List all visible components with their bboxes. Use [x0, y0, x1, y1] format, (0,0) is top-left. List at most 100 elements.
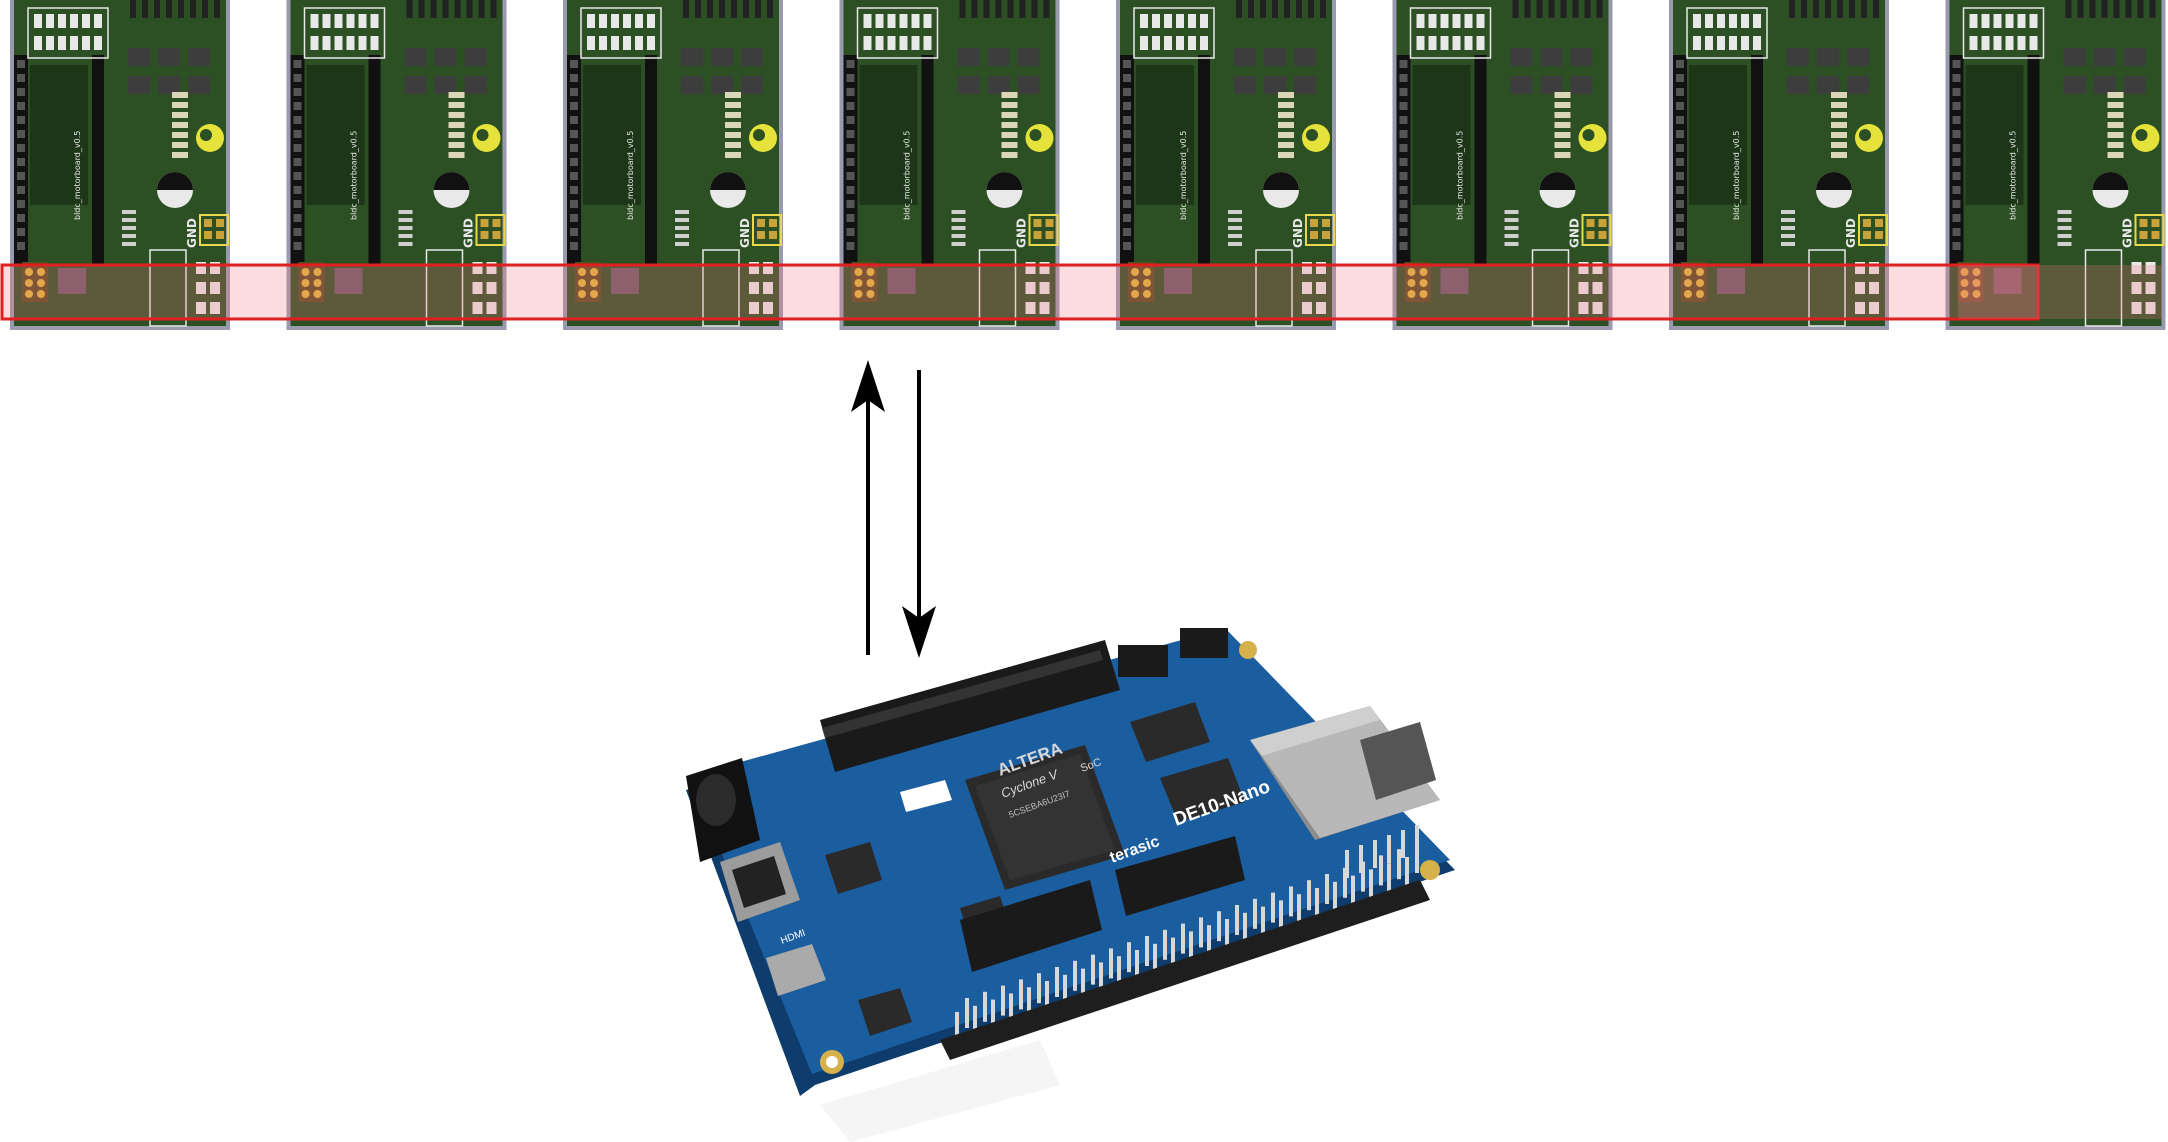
top-pin [1007, 0, 1014, 18]
top-pin [1019, 0, 1026, 18]
connector-pad [1452, 36, 1461, 50]
header-pin [293, 144, 302, 152]
connector-pad [1188, 36, 1196, 50]
ground-plane [859, 65, 918, 205]
mosfet [2093, 48, 2116, 66]
top-pin [166, 0, 172, 18]
passive [1228, 218, 1242, 222]
header-pin [17, 186, 25, 194]
board-gnd-label: GND [1291, 218, 1305, 248]
passive [1781, 210, 1795, 214]
header-pin [1952, 158, 1961, 166]
connector-pad [1464, 14, 1473, 28]
connector-pad [1176, 14, 1184, 28]
jumper-pin [301, 279, 310, 287]
io-pin [1415, 825, 1419, 853]
resistor [172, 132, 188, 138]
top-pin [731, 0, 737, 18]
header-pin [1952, 172, 1961, 180]
connector-pad [611, 36, 619, 50]
connector-pad [635, 36, 643, 50]
gpio-pin [1109, 948, 1113, 979]
connector-pad [1729, 14, 1737, 28]
gnd-pad [1033, 219, 1042, 227]
header-pin [293, 158, 302, 166]
capacitor-top [2092, 172, 2129, 190]
resistor [448, 102, 465, 108]
header-pin [1123, 144, 1131, 152]
header-pin [1676, 144, 1684, 152]
header-pin [1123, 60, 1131, 68]
logo-cutout [1582, 129, 1595, 141]
inner-header [2027, 55, 2040, 265]
smd-pad [1869, 282, 1879, 294]
connector-pad [322, 36, 331, 50]
resistor [172, 102, 188, 108]
gnd-pad [480, 231, 489, 239]
header-pin [293, 172, 302, 180]
resistor [2107, 92, 2124, 98]
connector-pad [1440, 36, 1449, 50]
gnd-pad [1045, 231, 1054, 239]
connector-pad [70, 14, 78, 28]
resistor [1278, 142, 1294, 148]
arduino-header-ridge [822, 650, 1103, 738]
top-pin [1584, 0, 1591, 18]
connector-pad [1705, 36, 1713, 50]
board-gnd-label: GND [185, 218, 199, 248]
header-pin [1399, 228, 1408, 236]
top-pin [130, 0, 136, 18]
header-pin [1399, 186, 1408, 194]
gpio-pin [1145, 936, 1149, 966]
gpio-pin [1405, 857, 1409, 887]
gpio-pin [1397, 849, 1401, 880]
connector-pad [2005, 36, 2014, 50]
passive [1228, 242, 1242, 246]
jumper-pin [1696, 290, 1704, 298]
connector-pad [2017, 36, 2026, 50]
passive [122, 218, 136, 222]
connector-pad [46, 14, 54, 28]
smd-pad [1578, 262, 1589, 274]
jumper-pin [1143, 290, 1151, 298]
gnd-pad [2151, 231, 2160, 239]
rj45-port [1360, 722, 1436, 800]
gnd-pad-outline [1028, 214, 1059, 246]
header-pin [1123, 158, 1131, 166]
passive [675, 242, 689, 246]
header-pin [570, 200, 578, 208]
smd-pad [1869, 262, 1879, 274]
header-pin [17, 172, 25, 180]
smd-pad [1039, 302, 1050, 314]
header-pin [1399, 88, 1408, 96]
top-pin [2065, 0, 2072, 18]
power-jack-bore [696, 774, 736, 826]
resistor [2107, 152, 2124, 158]
gpio-pin [1297, 894, 1301, 925]
header-pin [570, 88, 578, 96]
smd-pad [1869, 302, 1879, 314]
header-pin [1399, 74, 1408, 82]
connector-outline [1133, 7, 1215, 59]
header-pin [570, 228, 578, 236]
jumper-pin [1972, 268, 1981, 276]
mosfet [711, 48, 733, 66]
passive [122, 242, 136, 246]
bus-highlight-tail [1958, 265, 2162, 319]
header-pin [17, 60, 25, 68]
connector-pad [1993, 14, 2002, 28]
smd-pad [1316, 282, 1326, 294]
io-pin [1387, 835, 1391, 863]
connector-pad [923, 14, 932, 28]
resistor [172, 122, 188, 128]
top-pin [1789, 0, 1795, 18]
jumper-pin [1419, 268, 1428, 276]
jumper-pin [866, 268, 875, 276]
header-pin [1676, 74, 1684, 82]
ic-chip [334, 268, 363, 294]
smd-pad [2145, 302, 2156, 314]
gnd-pad [2139, 219, 2148, 227]
header-pin [1399, 242, 1408, 250]
inner-header [645, 55, 657, 265]
smd-pad [1855, 282, 1865, 294]
